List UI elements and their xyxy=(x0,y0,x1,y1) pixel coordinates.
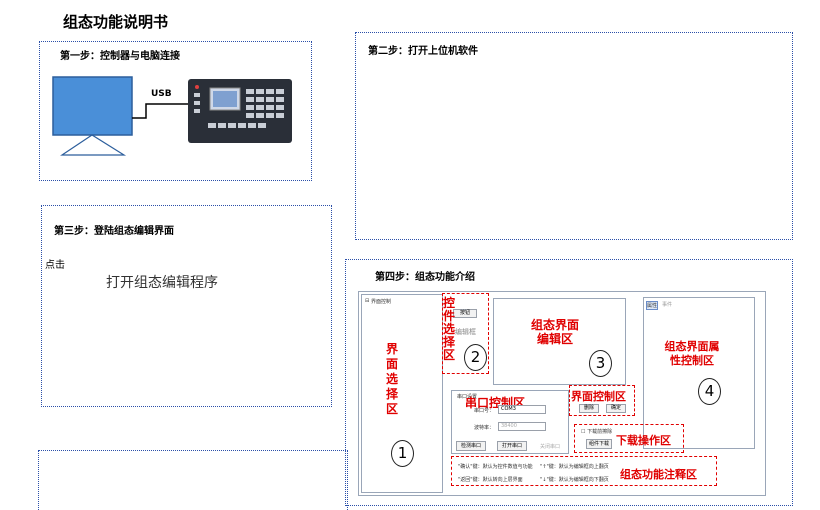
download-button[interactable]: 组件下载 xyxy=(586,439,612,449)
prop-tab-attributes[interactable]: 属性 xyxy=(646,301,658,310)
note-up: "↑"键：默认为编辑框向上翻页 xyxy=(540,463,609,470)
document-title: 组态功能说明书 xyxy=(63,11,168,32)
properties-label: 组态界面属性控制区 xyxy=(662,340,722,368)
page-select-label: 界面选择区 xyxy=(385,342,399,417)
tree-root-label: 界面控制 xyxy=(371,298,391,305)
page-control-label: 界面控制区 xyxy=(571,388,626,404)
usb-cable xyxy=(132,96,192,120)
baud-label: 波特率： xyxy=(474,424,494,431)
step3-title: 第三步：登陆组态编辑界面 xyxy=(54,222,174,237)
baud-select[interactable]: 38400 xyxy=(498,422,546,431)
zone-number-2: 2 xyxy=(464,344,487,371)
bottom-left-box xyxy=(38,450,348,510)
note-confirm: "确认"键：默认为控件数值与功能 xyxy=(458,463,533,470)
controller-device-icon xyxy=(188,79,292,143)
tree-expand-icon: ⊟ xyxy=(365,298,369,304)
control-select-label: 控件选择区 xyxy=(442,297,456,362)
detect-port-button[interactable]: 检测串口 xyxy=(456,441,486,451)
note-back: "返回"键：默认转向上层界面 xyxy=(458,476,523,483)
close-port-button[interactable]: 关闭串口 xyxy=(540,443,560,450)
step4-title: 第四步：组态功能介绍 xyxy=(375,268,475,283)
confirm-button[interactable]: 确定 xyxy=(606,404,626,413)
step2-box xyxy=(355,32,793,240)
download-erase-checkbox[interactable]: ☐ 下载前擦除 xyxy=(581,428,612,435)
download-erase-label: 下载前擦除 xyxy=(587,429,612,435)
delete-button[interactable]: 删除 xyxy=(579,404,599,413)
port-select[interactable]: COM3 xyxy=(498,405,546,414)
prop-tab-events[interactable]: 事件 xyxy=(662,301,672,308)
usb-label: USB xyxy=(151,89,172,99)
note-down: "↓"键：默认为编辑框向下翻页 xyxy=(540,476,609,483)
zone-number-4: 4 xyxy=(698,378,721,405)
open-port-button[interactable]: 打开串口 xyxy=(497,441,527,451)
click-label: 点击 xyxy=(45,256,65,271)
step2-title: 第二步：打开上位机软件 xyxy=(368,42,478,57)
step1-title: 第一步：控制器与电脑连接 xyxy=(60,47,180,62)
editor-label: 组态界面编辑区 xyxy=(527,318,583,346)
open-editor-label: 打开组态编辑程序 xyxy=(106,272,218,292)
zone-number-3: 3 xyxy=(589,350,612,377)
port-label: 串口号： xyxy=(474,407,494,414)
download-label: 下载操作区 xyxy=(616,432,671,448)
zone-number-1: 1 xyxy=(391,440,414,467)
notes-label: 组态功能注释区 xyxy=(620,466,697,482)
